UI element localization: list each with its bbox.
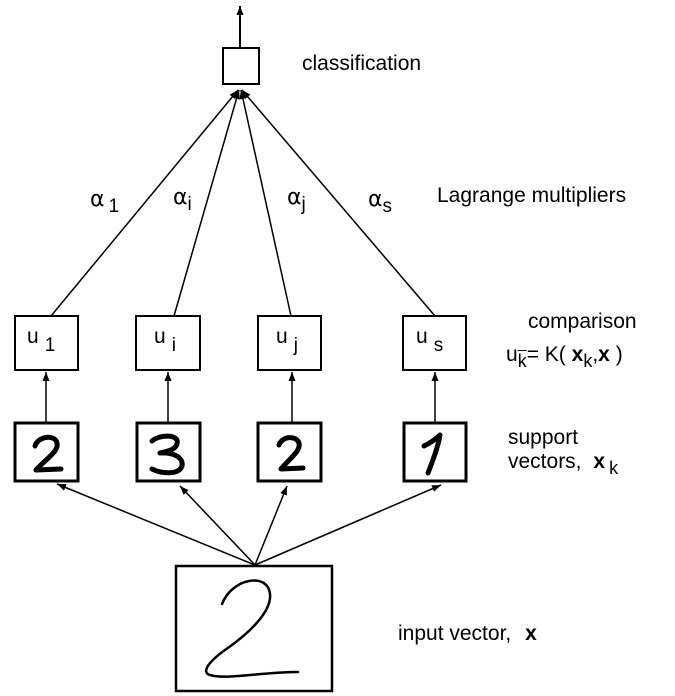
input-to-support-arrow-4 bbox=[254, 484, 442, 566]
u-i: u bbox=[154, 325, 166, 348]
comparison-label: comparison bbox=[528, 310, 637, 333]
formula-lhs: u bbox=[506, 343, 518, 366]
support-x: x bbox=[593, 450, 606, 473]
u-s-sub: s bbox=[433, 335, 444, 356]
formula-x1: x bbox=[571, 343, 584, 366]
support-vectors-text: vectors, bbox=[508, 450, 582, 473]
classification-label: classification bbox=[302, 52, 422, 75]
handwritten-input-digit-2 bbox=[204, 579, 300, 678]
formula-comma: , bbox=[592, 343, 599, 366]
alpha-s: αs bbox=[368, 188, 392, 219]
u-j-sub: j bbox=[293, 335, 298, 356]
alpha-i: αi bbox=[173, 186, 192, 217]
input-to-support-arrow-1 bbox=[56, 483, 256, 566]
u-s: u bbox=[416, 325, 428, 348]
formula-x1-sub: k bbox=[583, 351, 593, 371]
alpha-i-symbol: α bbox=[173, 185, 188, 210]
handwritten-digit-2-b bbox=[276, 435, 306, 472]
u-1-sub: 1 bbox=[44, 335, 56, 356]
alpha-1-symbol: α bbox=[90, 187, 105, 212]
alpha-i-sub: i bbox=[187, 194, 192, 215]
alpha-1-sub: 1 bbox=[108, 196, 120, 217]
weight-line-1 bbox=[50, 89, 239, 317]
comparison-node-s bbox=[402, 315, 467, 371]
formula-lhs-sub: k bbox=[517, 351, 527, 371]
handwritten-digit-1 bbox=[421, 432, 443, 476]
input-vector-text: input vector, bbox=[398, 622, 512, 645]
alpha-j: αj bbox=[287, 186, 306, 217]
formula-x2: x bbox=[598, 343, 610, 366]
weight-line-j bbox=[239, 89, 292, 317]
weight-line-s bbox=[241, 89, 436, 317]
formula-close: ) bbox=[615, 343, 623, 366]
u-i-sub: i bbox=[171, 335, 176, 356]
comparison-node-i bbox=[135, 315, 201, 371]
input-to-support-arrow-2 bbox=[179, 485, 256, 566]
input-x: x bbox=[525, 622, 537, 645]
handwritten-digit-2-a bbox=[32, 434, 64, 473]
support-vector-box-3 bbox=[256, 421, 323, 483]
support-vector-box-1 bbox=[13, 421, 80, 483]
handwritten-digit-3 bbox=[149, 433, 185, 476]
input-to-support-arrow-3 bbox=[254, 485, 288, 566]
alpha-s-symbol: α bbox=[368, 187, 383, 212]
classification-node bbox=[222, 47, 260, 85]
u-1: u bbox=[27, 325, 39, 348]
u-j: u bbox=[276, 325, 288, 348]
alpha-s-sub: s bbox=[382, 196, 393, 217]
input-vector-label: input vector, x bbox=[398, 622, 537, 646]
input-vector-box bbox=[174, 564, 334, 693]
support-x-sub: k bbox=[609, 458, 619, 478]
weight-line-i bbox=[173, 89, 240, 317]
comparison-node-1 bbox=[14, 315, 79, 371]
support-label-line1: support bbox=[508, 426, 579, 449]
lagrange-multipliers-label: Lagrange multipliers bbox=[437, 184, 627, 207]
kernel-formula: uk= K( xk,x ) bbox=[506, 343, 623, 373]
comparison-node-j bbox=[257, 315, 322, 371]
alpha-j-sub: j bbox=[301, 194, 306, 215]
alpha-j-symbol: α bbox=[287, 185, 302, 210]
formula-eq: = K( bbox=[526, 343, 566, 366]
